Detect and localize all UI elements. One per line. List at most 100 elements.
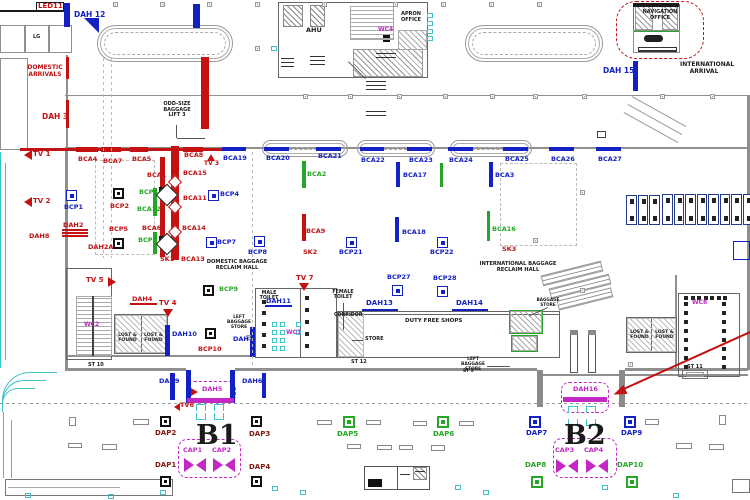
- color-bar: [153, 232, 157, 254]
- plan-label: DAH6: [242, 377, 263, 385]
- color-bar: [201, 57, 209, 129]
- booth-desk: [677, 216, 682, 221]
- plan-label: DAH16: [573, 385, 598, 393]
- direction-triangle-icon: [108, 277, 116, 287]
- plan-label: WC8: [692, 299, 708, 306]
- seat-fixture: [280, 338, 285, 343]
- plan-label: DAH14: [456, 299, 483, 307]
- plan-label: BCA6: [142, 224, 162, 232]
- plan-line: [310, 56, 325, 57]
- color-bar: [66, 100, 69, 128]
- plan-label: WC2: [84, 321, 100, 328]
- color-bar: [222, 147, 246, 151]
- plan-label: BCA12: [137, 205, 161, 213]
- booth-desk: [723, 198, 728, 203]
- booth-desk: [712, 216, 716, 221]
- seat-half: [556, 459, 566, 473]
- marker-dot: [395, 4, 396, 5]
- camera-point-icon: [66, 190, 77, 201]
- icon-core: [630, 480, 634, 484]
- color-bar: [563, 397, 607, 402]
- room-outline: [48, 25, 50, 53]
- booth-desk: [712, 198, 716, 203]
- immigration-booth: [719, 194, 730, 225]
- plan-line: [0, 403, 750, 404]
- plan-label: BCA21: [318, 152, 342, 160]
- marker-dot: [491, 4, 492, 5]
- icon-core: [257, 239, 262, 244]
- color-bar: [316, 147, 341, 151]
- room-outline: [5, 479, 173, 496]
- plan-label: BCP3: [139, 188, 159, 196]
- camera-point-icon: [206, 237, 217, 248]
- icon-core: [69, 193, 74, 198]
- plan-label: DAP3: [249, 430, 271, 438]
- plan-label: DAP10: [617, 461, 644, 469]
- toilet-fixture: [684, 311, 688, 315]
- booth-desk: [689, 198, 693, 203]
- color-bar: [170, 373, 175, 400]
- plan-label: BCP8: [248, 248, 268, 256]
- grid-marker: [255, 46, 260, 51]
- room-outline: [509, 310, 543, 334]
- wall-segment: [235, 368, 537, 371]
- plan-label: LOST & FOUND: [118, 333, 137, 344]
- grid-marker: [582, 94, 587, 99]
- plan-label: LOST & FOUND: [655, 330, 674, 341]
- plan-line: [11, 420, 12, 478]
- color-bar: [265, 305, 292, 307]
- toilet-fixture: [710, 296, 714, 300]
- plan-label: BCA20: [266, 154, 290, 162]
- plan-label: DOMESTIC ARRIVALS: [27, 64, 63, 78]
- room-outline: [616, 1, 704, 59]
- room-outline: [337, 314, 560, 315]
- plan-label: TV 1: [33, 150, 51, 158]
- wall-segment: [66, 355, 251, 357]
- room-outline: [682, 370, 708, 379]
- grid-marker: [113, 2, 118, 7]
- grid-marker: [580, 190, 585, 195]
- marker-dot: [305, 96, 306, 97]
- room-outline: [561, 382, 609, 413]
- gate-seat-icon: [213, 458, 235, 472]
- marker-dot: [115, 4, 116, 5]
- plan-label: BCP1: [64, 203, 84, 211]
- seat-fixture: [280, 322, 285, 327]
- room-outline: [368, 479, 382, 487]
- plan-line: [352, 340, 363, 341]
- cyan-fixture: [427, 36, 433, 41]
- icon-core: [207, 289, 210, 292]
- seat-half: [586, 459, 596, 473]
- plan-label: CAP1: [183, 446, 203, 454]
- icon-core: [117, 192, 120, 195]
- plan-label: DAH2A: [88, 243, 114, 251]
- plan-label: SK2: [303, 248, 318, 256]
- plan-label: TV 4: [159, 299, 177, 307]
- cyan-fixture: [455, 485, 461, 490]
- seat-half: [196, 458, 206, 472]
- wall-segment: [747, 95, 750, 370]
- booth-desk: [700, 198, 705, 203]
- plan-label: DAH11: [266, 297, 291, 305]
- access-point-icon: [437, 416, 449, 428]
- plan-label: BCP6: [138, 236, 158, 244]
- plan-label: SK1: [160, 255, 175, 263]
- color-bar: [489, 162, 493, 187]
- color-bar: [448, 147, 473, 151]
- plan-label: DAH4: [132, 295, 153, 303]
- plan-label: ST 12: [351, 359, 367, 365]
- booth-desk: [746, 198, 750, 203]
- color-bar: [395, 217, 399, 242]
- grid-marker: [160, 2, 165, 7]
- seat-fixture: [272, 338, 277, 343]
- grid-marker: [628, 362, 633, 367]
- marker-dot: [209, 4, 210, 5]
- plan-label: BCA27: [598, 155, 622, 163]
- direction-triangle-icon: [207, 154, 215, 161]
- plan-line: [487, 366, 510, 367]
- marker-dot: [582, 290, 583, 291]
- plan-label: BCA19: [223, 154, 247, 162]
- carousel-track: [104, 32, 226, 55]
- hatched-area: [310, 5, 325, 27]
- hatched-area: [638, 47, 677, 52]
